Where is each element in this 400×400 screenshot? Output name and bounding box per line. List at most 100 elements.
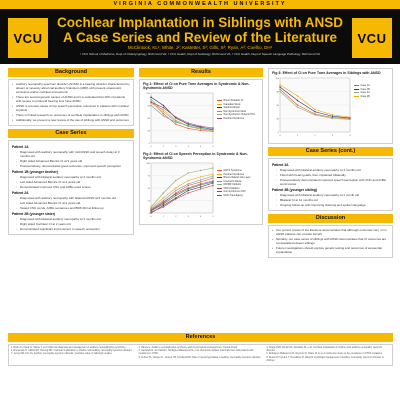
data-point [279, 84, 281, 86]
legend-item: Pendred Syndrome [217, 117, 255, 121]
legend-swatch [217, 177, 222, 179]
title-line-1: Cochlear Implantation in Siblings with A… [56, 15, 344, 30]
data-point [187, 188, 189, 190]
figure-3-box: Fig 3: Effect of CI on Pure Tone Average… [268, 68, 393, 144]
y-tick-label: 90 [277, 91, 280, 93]
y-tick-label: 0 [149, 213, 151, 215]
data-point [175, 123, 177, 125]
case-bullet: Left sided Advanced Bionics CI at 2 year… [12, 180, 130, 184]
legend-item: Case 1B [354, 88, 370, 92]
x-tick-label: 2 [175, 216, 177, 218]
legend-label: Pendred Syndrome [223, 172, 245, 176]
reference-item: 3. Teagle HFB, Roush PA, Woodard JS, et … [266, 347, 383, 353]
data-point [175, 187, 177, 189]
legend-item: Non-Syndromic CNC [217, 190, 251, 194]
legend-item: Canadian Study [217, 103, 255, 107]
data-point [175, 197, 177, 199]
data-point [314, 114, 316, 116]
data-point [199, 179, 202, 181]
data-point [150, 102, 152, 105]
case-label: Patient 2B (younger sister) [12, 212, 56, 216]
legend-swatch [354, 88, 359, 90]
case-bullet: Left sided Advanced Bionics CI at 2 year… [12, 201, 130, 205]
data-point [150, 98, 152, 100]
case-label: Patient 1B (younger brother) [12, 170, 58, 174]
middle-column: Results Fig 1: Effect of CI on Pure Tone… [139, 68, 263, 225]
data-point [212, 184, 214, 187]
y-tick-label: 120 [146, 93, 150, 95]
references-column-1: 1. Berlin CI, Hood LJ, Morlet T, et al. … [11, 347, 135, 363]
x-tick-label: 0 [150, 146, 152, 148]
data-point [212, 167, 214, 169]
legend-item: Brown-Vialetto-Van Laere [217, 176, 251, 180]
data-point [212, 173, 214, 175]
series-line [150, 180, 214, 211]
legend-label: Case 1A [360, 84, 370, 87]
background-box: Auditory neuropathy spectrum disorder (A… [8, 79, 134, 126]
discussion-box: Our current review of the literature dem… [268, 225, 393, 258]
university-banner: VIRGINIA COMMONWEALTH UNIVERSITY [0, 0, 400, 9]
data-point [212, 182, 214, 184]
data-point [162, 106, 165, 109]
reference-item: 4. Breneman AI, Gifford RH, DeJong MD. C… [11, 350, 133, 353]
data-point [187, 192, 189, 194]
figure-3-title: Fig 3: Effect of CI on Pure Tone Average… [272, 71, 381, 75]
case-bullet: Postoperatively, demonstrated good outco… [12, 164, 130, 168]
data-point [162, 113, 165, 115]
legend-swatch [217, 103, 222, 105]
y-tick-label: 60 [148, 118, 151, 120]
case-label: Patient 1A [12, 145, 29, 149]
case-series-cont-heading: Case Series (cont.) [268, 147, 393, 156]
data-point [187, 183, 189, 185]
legend-swatch [354, 92, 359, 94]
case-bullet: Diagnosed with auditory neuropathy with … [12, 150, 130, 158]
vcu-logo-right: VCU [352, 18, 392, 58]
results-box: Fig 1: Effect of CI on Pure Tone Average… [139, 79, 263, 225]
data-point [331, 117, 334, 120]
references-heading: References [8, 333, 393, 342]
case-bullet: Tested CNC words, AzBio sentences and BK… [12, 206, 130, 210]
data-point [150, 208, 152, 210]
y-tick-label: 90 [148, 105, 151, 107]
legend-item: Case 1A [354, 84, 370, 88]
series-line [150, 103, 214, 131]
data-point [199, 125, 202, 128]
background-bullet: ANSD is a known cause of low speech perc… [12, 104, 130, 112]
data-point [279, 90, 281, 93]
case-series-heading: Case Series [8, 129, 134, 138]
case-bullet: Diagnosed with bilateral auditory neurop… [12, 175, 130, 179]
left-column: Background Auditory neuropathy spectrum … [8, 68, 134, 235]
data-point [187, 184, 189, 187]
data-point [150, 212, 152, 214]
data-point [314, 111, 316, 113]
reference-item: 6. Rodriguez-Ballesteros M, Reynoso R, O… [266, 353, 383, 356]
background-bullet: There is limited research on outcomes of… [12, 113, 130, 117]
legend-swatch [217, 170, 222, 172]
data-point [162, 201, 165, 203]
legend-swatch [217, 187, 222, 189]
figure-1: Fig 1: Effect of CI on Pure Tone Average… [143, 82, 259, 149]
author-list: McClintock, KL¹; White, J²; Kastetter, S… [127, 45, 273, 50]
references-section: References 1. Berlin CI, Hood LJ, Morlet… [8, 333, 393, 367]
data-point [199, 186, 202, 188]
data-point [175, 120, 177, 123]
data-point [199, 188, 202, 190]
references-column-2: 2. Rance G. Auditory neuropathy/dys-sync… [139, 347, 263, 363]
case-bullet: Right sided Advanced Bionics CI at 9 yea… [12, 159, 130, 163]
data-point [199, 169, 202, 172]
data-point [162, 111, 165, 113]
data-point [199, 128, 202, 130]
data-point [162, 192, 165, 194]
data-point [349, 116, 351, 118]
data-point [279, 88, 281, 90]
reference-item: 1. Berlin CI, Hood LJ, Morlet T, et al. … [11, 347, 126, 349]
legend-item: OPA1 Mutation [217, 187, 251, 191]
case-label: Patient 2A [12, 191, 29, 195]
legend-swatch [217, 180, 222, 182]
